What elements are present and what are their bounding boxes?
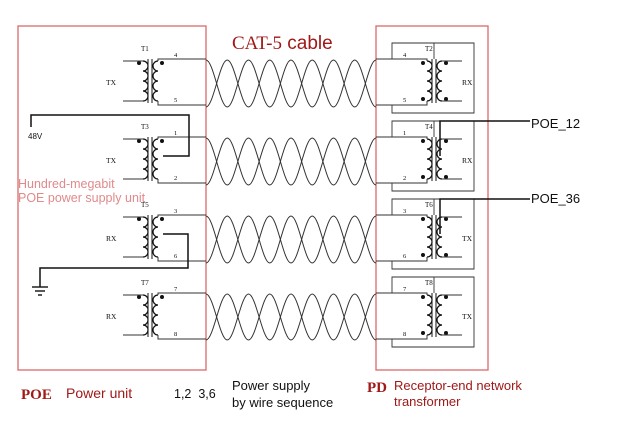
ground-wire <box>39 233 189 287</box>
transformer-t7-pin-bottom: 8 <box>174 331 177 338</box>
transformer-t4-pin-bottom: 2 <box>403 175 406 182</box>
transformer-t6-pin-bottom: 6 <box>403 253 407 260</box>
power-supply-label-line2: by wire sequence <box>232 395 333 410</box>
transformer-t1-name: T1 <box>141 45 149 53</box>
transformer-t1-pin-top: 4 <box>174 52 178 59</box>
poe-unit-label: Power unit <box>66 385 132 401</box>
pd-abbr: PD <box>367 380 387 396</box>
transformer-t5-role: RX <box>106 234 117 243</box>
ground-icon <box>32 286 48 296</box>
transformer-t4-name: T4 <box>425 123 433 131</box>
cable-title: CAT-5 cable <box>232 33 333 54</box>
48v-feed-wire <box>30 114 190 157</box>
transformer-t8-pin-top: 7 <box>403 286 407 293</box>
transformer-t5-pin-bottom: 6 <box>174 253 178 260</box>
transformer-t3-role: TX <box>106 156 117 165</box>
pd-label-line1: Receptor-end network <box>394 378 522 393</box>
transformer-t7-role: RX <box>106 312 117 321</box>
twisted-pair-4 <box>205 293 377 341</box>
transformer-t2-name: T2 <box>425 45 433 53</box>
poe-abbr: POE <box>21 387 52 403</box>
transformer-t5-pin-top: 3 <box>174 208 177 215</box>
twisted-pair-1 <box>205 59 377 108</box>
transformer-t6-pin-top: 3 <box>403 208 406 215</box>
transformer-t2-pin-top: 4 <box>403 52 407 59</box>
twisted-pair-2 <box>205 137 377 186</box>
pd-label-line2: transformer <box>394 394 461 409</box>
transformer-t6-name: T6 <box>425 201 433 209</box>
poe-36-wire <box>439 198 530 234</box>
poe-36-label: POE_36 <box>531 191 580 206</box>
twisted-pair-3 <box>205 215 377 264</box>
transformer-t1-pin-bottom: 5 <box>174 97 177 104</box>
transformer-t3-name: T3 <box>141 123 149 131</box>
transformer-t8-name: T8 <box>425 279 433 287</box>
transformer-t6-role: TX <box>462 234 473 243</box>
transformer-t3-pin-top: 1 <box>174 130 177 137</box>
voltage-label: 48V <box>28 132 43 141</box>
transformer-t2-pin-bottom: 5 <box>403 97 406 104</box>
transformer-t8-role: TX <box>462 312 473 321</box>
transformer-t4-pin-top: 1 <box>403 130 406 137</box>
poe-unit-annotation-line1: Hundred-megabit <box>18 177 115 191</box>
transformer-t8-pin-bottom: 8 <box>403 331 406 338</box>
wire-pairs-label: 1,2 3,6 <box>174 387 216 401</box>
transformer-t5-name: T5 <box>141 201 149 209</box>
transformer-t1-role: TX <box>106 78 117 87</box>
transformer-t3-pin-bottom: 2 <box>174 175 177 182</box>
pd-unit-frame <box>375 25 489 371</box>
transformer-t7-name: T7 <box>141 279 149 287</box>
poe-unit-frame <box>17 25 207 371</box>
poe-12-wire <box>439 120 530 156</box>
power-supply-label-line1: Power supply <box>232 378 311 393</box>
transformer-t2-role: RX <box>462 78 473 87</box>
poe-12-label: POE_12 <box>531 116 580 131</box>
transformer-t7-pin-top: 7 <box>174 286 178 293</box>
poe-unit-annotation-line2: POE power supply unit <box>18 191 146 205</box>
transformer-t4-role: RX <box>462 156 473 165</box>
